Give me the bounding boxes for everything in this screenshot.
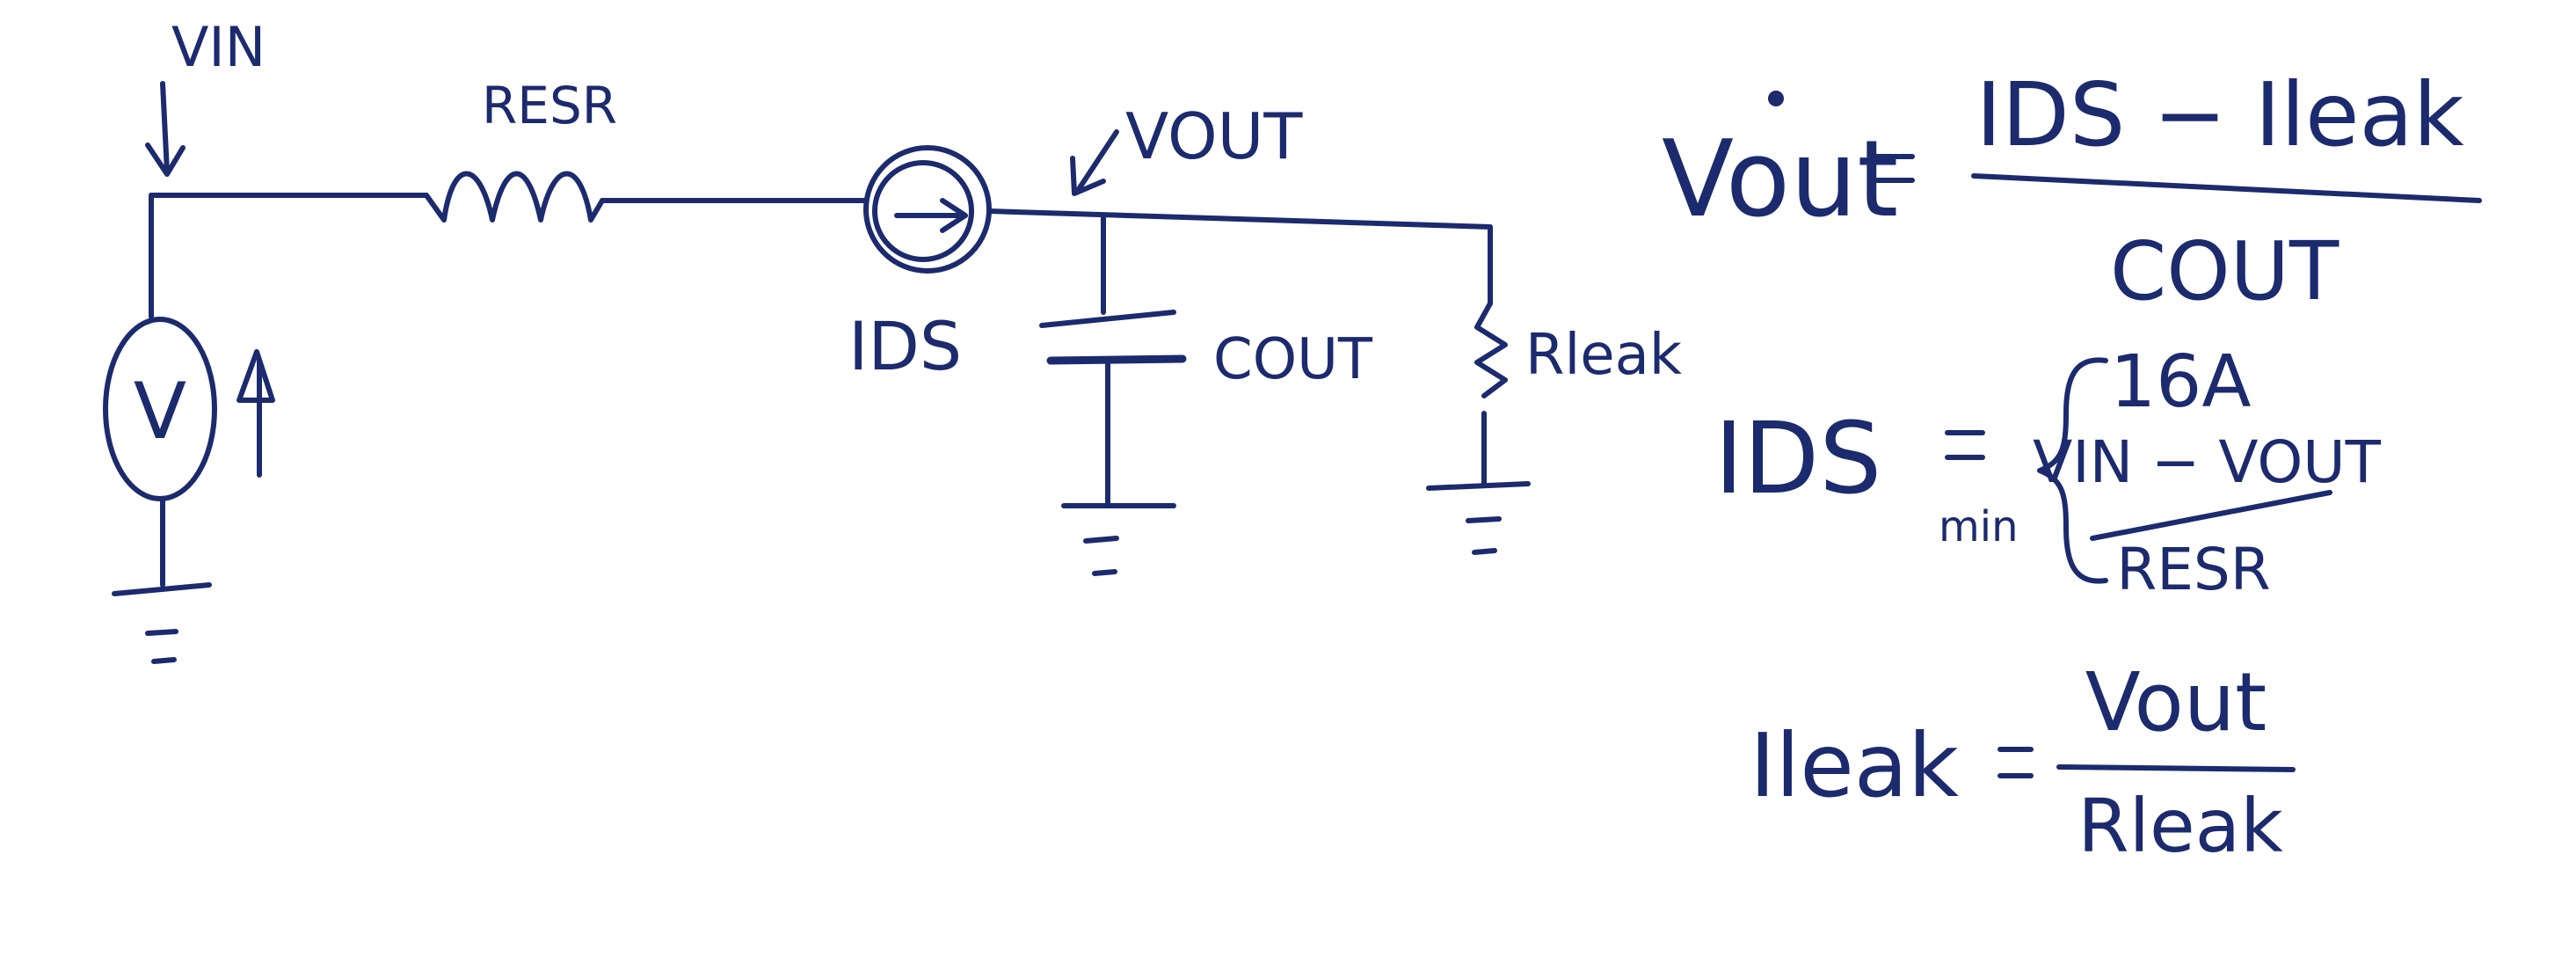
current-source-label: IDS: [848, 307, 962, 385]
resistor-leak-symbol: [1426, 301, 1531, 491]
ids-option-1: 16A: [2110, 340, 2251, 424]
capacitor-ground-icon: [1083, 536, 1119, 576]
ids-min-label: min: [1939, 502, 2019, 551]
vout-arrow: [1070, 129, 1119, 196]
vout-dot-denominator: COUT: [2110, 224, 2340, 318]
leak-ground-icon: [1466, 516, 1502, 555]
capacitor-cout-symbol: [1039, 213, 1187, 508]
ileak-lhs: Ileak: [1750, 714, 1959, 817]
wire-output: [986, 208, 1493, 306]
ids-equals-sign: [1945, 430, 1985, 460]
ileak-numerator: Vout: [2085, 655, 2267, 749]
vout-equals-sign: [1868, 154, 1915, 183]
vout-fraction-bar: [1971, 173, 2482, 203]
resistor-esr-symbol: [424, 171, 605, 223]
vout-label: VOUT: [1125, 99, 1303, 173]
source-current-arrow-icon: [236, 349, 275, 478]
vout-dot-numerator: IDS − Ileak: [1976, 63, 2463, 166]
ileak-equals-sign: [1997, 747, 2034, 778]
vout-dot-lhs: Vout: [1662, 119, 1898, 241]
capacitor-label: COUT: [1213, 327, 1373, 392]
vin-arrow: [145, 81, 186, 177]
voltage-source-symbol: [103, 317, 217, 501]
leak-resistor-label: Rleak: [1525, 323, 1682, 388]
ileak-fraction-bar: [2056, 764, 2296, 772]
ids-option-2-denominator: RESR: [2116, 536, 2270, 603]
ids-fraction-bar: [2090, 490, 2332, 541]
source-ground-icon: [112, 499, 212, 664]
current-source-symbol: [863, 145, 992, 274]
ids-option-2-numerator: VIN − VOUT: [2033, 428, 2381, 496]
voltage-source-symbol-label: V: [134, 366, 186, 456]
ids-lhs: IDS: [1714, 402, 1881, 516]
resistor-esr-label: RESR: [482, 76, 617, 135]
ids-min-brace-icon: [2037, 357, 2108, 584]
vout-dot-icon: [1768, 91, 1784, 106]
ileak-denominator: Rleak: [2078, 783, 2283, 869]
vin-label: VIN: [171, 15, 266, 79]
